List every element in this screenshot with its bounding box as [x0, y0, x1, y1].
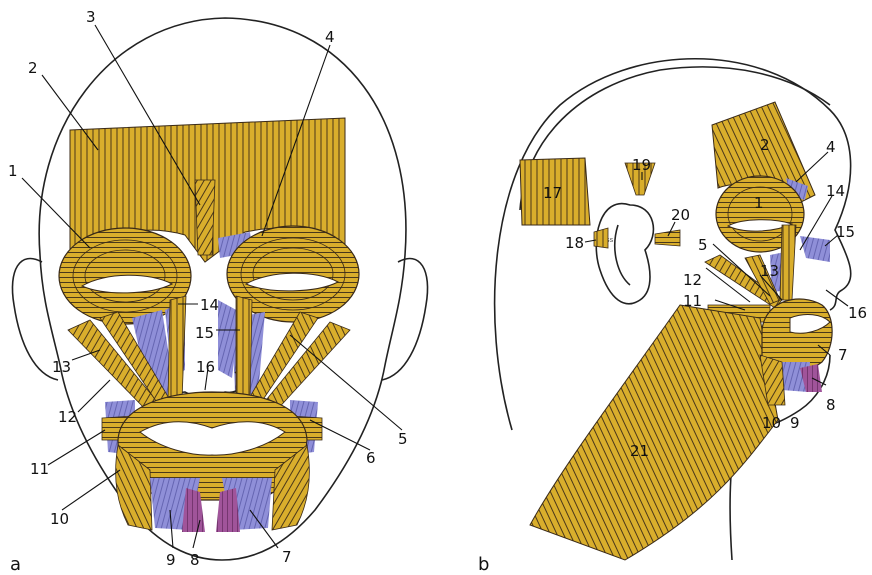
label-b-14: 14	[826, 182, 845, 200]
label-b-16: 16	[848, 304, 867, 322]
label-a-7: 7	[282, 548, 292, 566]
label-b-2: 2	[760, 136, 770, 154]
levator-anguli-right	[236, 296, 252, 400]
label-b-5: 5	[698, 236, 708, 254]
right-ear-front	[382, 259, 428, 380]
label-b-7: 7	[838, 346, 848, 364]
panel-label-a: a	[10, 554, 21, 575]
label-b-1: 1	[754, 194, 764, 212]
procerus-muscle	[195, 180, 215, 255]
label-b-13: 13	[760, 262, 779, 280]
label-b-18: 18	[565, 234, 584, 252]
label-a-4: 4	[325, 28, 335, 46]
platysma-muscle	[530, 305, 778, 560]
label-a-11: 11	[30, 460, 49, 478]
label-b-19: 19	[632, 156, 651, 174]
label-b-21: 21	[630, 442, 649, 460]
label-b-8: 8	[826, 396, 836, 414]
nasalis-side	[800, 236, 830, 262]
panel-a-front-view: 1 2 3 4 5 6 7 8 9 10 11 12 13 14 15 16 a	[8, 8, 428, 575]
label-b-15: 15	[836, 223, 855, 241]
label-a-14: 14	[200, 296, 219, 314]
panel-label-b: b	[478, 554, 489, 575]
auricularis-posterior	[594, 228, 608, 248]
label-a-15: 15	[195, 324, 214, 342]
label-b-12: 12	[683, 271, 702, 289]
label-a-10: 10	[50, 510, 69, 528]
label-a-2: 2	[28, 59, 38, 77]
label-a-8: 8	[190, 551, 200, 569]
label-a-1: 1	[8, 162, 18, 180]
label-a-3: 3	[86, 8, 96, 26]
label-b-9: 9	[790, 414, 800, 432]
levator-side-14	[780, 225, 796, 300]
label-a-6: 6	[366, 449, 376, 467]
label-a-9: 9	[166, 551, 176, 569]
label-b-10: 10	[762, 414, 781, 432]
label-b-20: 20	[671, 206, 690, 224]
label-b-11: 11	[683, 292, 702, 310]
panel-b-side-view: ss	[478, 59, 867, 575]
label-b-17: 17	[543, 184, 562, 202]
auricularis-anterior	[655, 230, 680, 246]
label-a-13: 13	[52, 358, 71, 376]
ear-side: ss	[596, 204, 653, 304]
label-b-4: 4	[826, 138, 836, 156]
label-a-16: 16	[196, 358, 215, 376]
label-a-12: 12	[58, 408, 77, 426]
label-a-5: 5	[398, 430, 408, 448]
levator-anguli-left	[168, 296, 186, 400]
